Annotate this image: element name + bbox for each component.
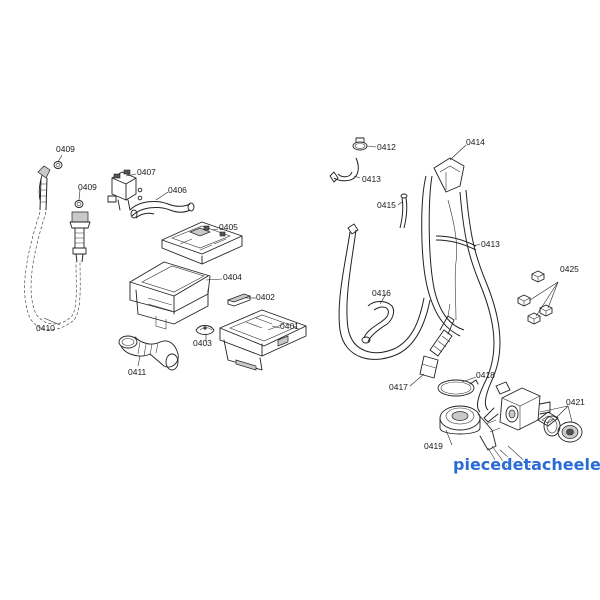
- callout-0405: 0405: [219, 222, 238, 232]
- callout-0418: 0418: [476, 370, 495, 380]
- callout-0415: 0415: [377, 200, 396, 210]
- hose-0413-lower: [435, 235, 477, 251]
- long-hose-left: [338, 223, 431, 360]
- callout-0409-upper: 0409: [56, 144, 75, 154]
- leader-lines: [43, 144, 573, 446]
- callout-labels: 0409 0409 0410 0407 0406 0405 0404 0402 …: [36, 137, 585, 451]
- callout-0403: 0403: [193, 338, 212, 348]
- drain-pump: [483, 381, 551, 431]
- gasket-0409-upper: [53, 161, 63, 169]
- callout-0419: 0419: [424, 441, 443, 451]
- clamp-ring-0418: [437, 379, 479, 397]
- hose-connector: [69, 211, 91, 263]
- callout-0413-upper: 0413: [362, 174, 381, 184]
- pump-wiring: [487, 445, 531, 469]
- callout-0404: 0404: [223, 272, 242, 282]
- callout-0406: 0406: [168, 185, 187, 195]
- callout-0421: 0421: [566, 397, 585, 407]
- drain-hose-0414: [421, 157, 501, 413]
- inlet-valve-0407: [107, 169, 143, 211]
- hose-0413-upper: [329, 157, 359, 183]
- drawer-0401: [219, 309, 307, 371]
- callout-0402: 0402: [256, 292, 275, 302]
- callout-0411: 0411: [128, 367, 147, 377]
- dispenser-top-0405: [161, 221, 243, 265]
- small-part-0403: [195, 325, 215, 335]
- callout-0413-lower: 0413: [481, 239, 500, 249]
- dispenser-housing-0404: [129, 261, 211, 330]
- callout-0416: 0416: [372, 288, 391, 298]
- watermark: piecedetacheelec.com: [453, 455, 600, 474]
- tube-0415: [399, 193, 408, 229]
- callout-0409-lower: 0409: [78, 182, 97, 192]
- fasteners-0425: [517, 270, 553, 325]
- gasket-0409-lower: [74, 200, 84, 208]
- callout-0425: 0425: [560, 264, 579, 274]
- sump-0419: [439, 405, 501, 451]
- clamp-0412: [352, 137, 368, 151]
- slider-0402: [226, 293, 252, 307]
- callout-0414: 0414: [466, 137, 485, 147]
- filter-cap: [557, 421, 583, 443]
- bent-hose-0416: [361, 301, 395, 344]
- inlet-hose-0410: [24, 165, 81, 331]
- callout-0417: 0417: [389, 382, 408, 392]
- gasket-0421: [537, 411, 561, 437]
- hoses-0406: [129, 201, 195, 219]
- hose-0417: [419, 303, 455, 379]
- callout-0410: 0410: [36, 323, 55, 333]
- bellows-hose-0411: [118, 335, 179, 371]
- callout-0401: 0401: [280, 321, 299, 331]
- callout-0407: 0407: [137, 167, 156, 177]
- callout-0412: 0412: [377, 142, 396, 152]
